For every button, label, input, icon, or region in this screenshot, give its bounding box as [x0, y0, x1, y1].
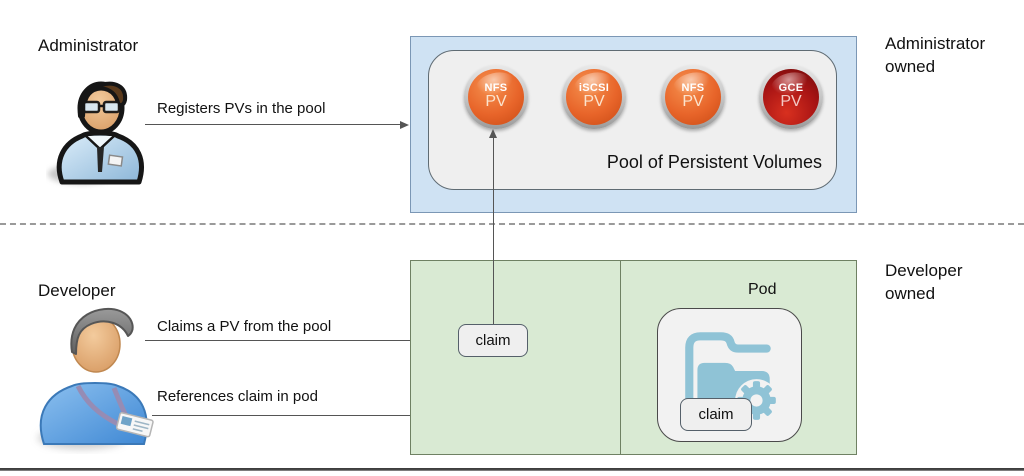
developer-figure-icon: [38, 307, 154, 449]
claims-arrow-label: Claims a PV from the pool: [157, 318, 332, 335]
dev-zone-divider: [620, 261, 621, 454]
ownership-divider-line: [0, 223, 1024, 225]
pool-title: Pool of Persistent Volumes: [606, 152, 822, 172]
claim-to-pv-line: [492, 137, 494, 324]
pod-label: Pod: [748, 281, 777, 298]
administrator-label: Administrator: [38, 36, 139, 55]
developer-label: Developer: [38, 281, 116, 300]
references-arrow-label: References claim in pod: [157, 388, 318, 405]
claims-arrow-line: [145, 340, 449, 341]
register-arrow-line: [145, 124, 400, 125]
claim-to-pv-arrowhead-icon: [489, 129, 497, 138]
administrator-figure-icon: [48, 81, 144, 185]
register-arrowhead-icon: [400, 120, 409, 129]
register-arrow-label: Registers PVs in the pool: [157, 100, 326, 117]
claim-box-1: claim: [458, 324, 528, 357]
bottom-rule: [0, 468, 1024, 471]
claim-box-2: claim: [680, 398, 752, 431]
dev-owned-label: Developer owned: [885, 261, 963, 303]
admin-owned-label: Administrator owned: [885, 34, 986, 76]
